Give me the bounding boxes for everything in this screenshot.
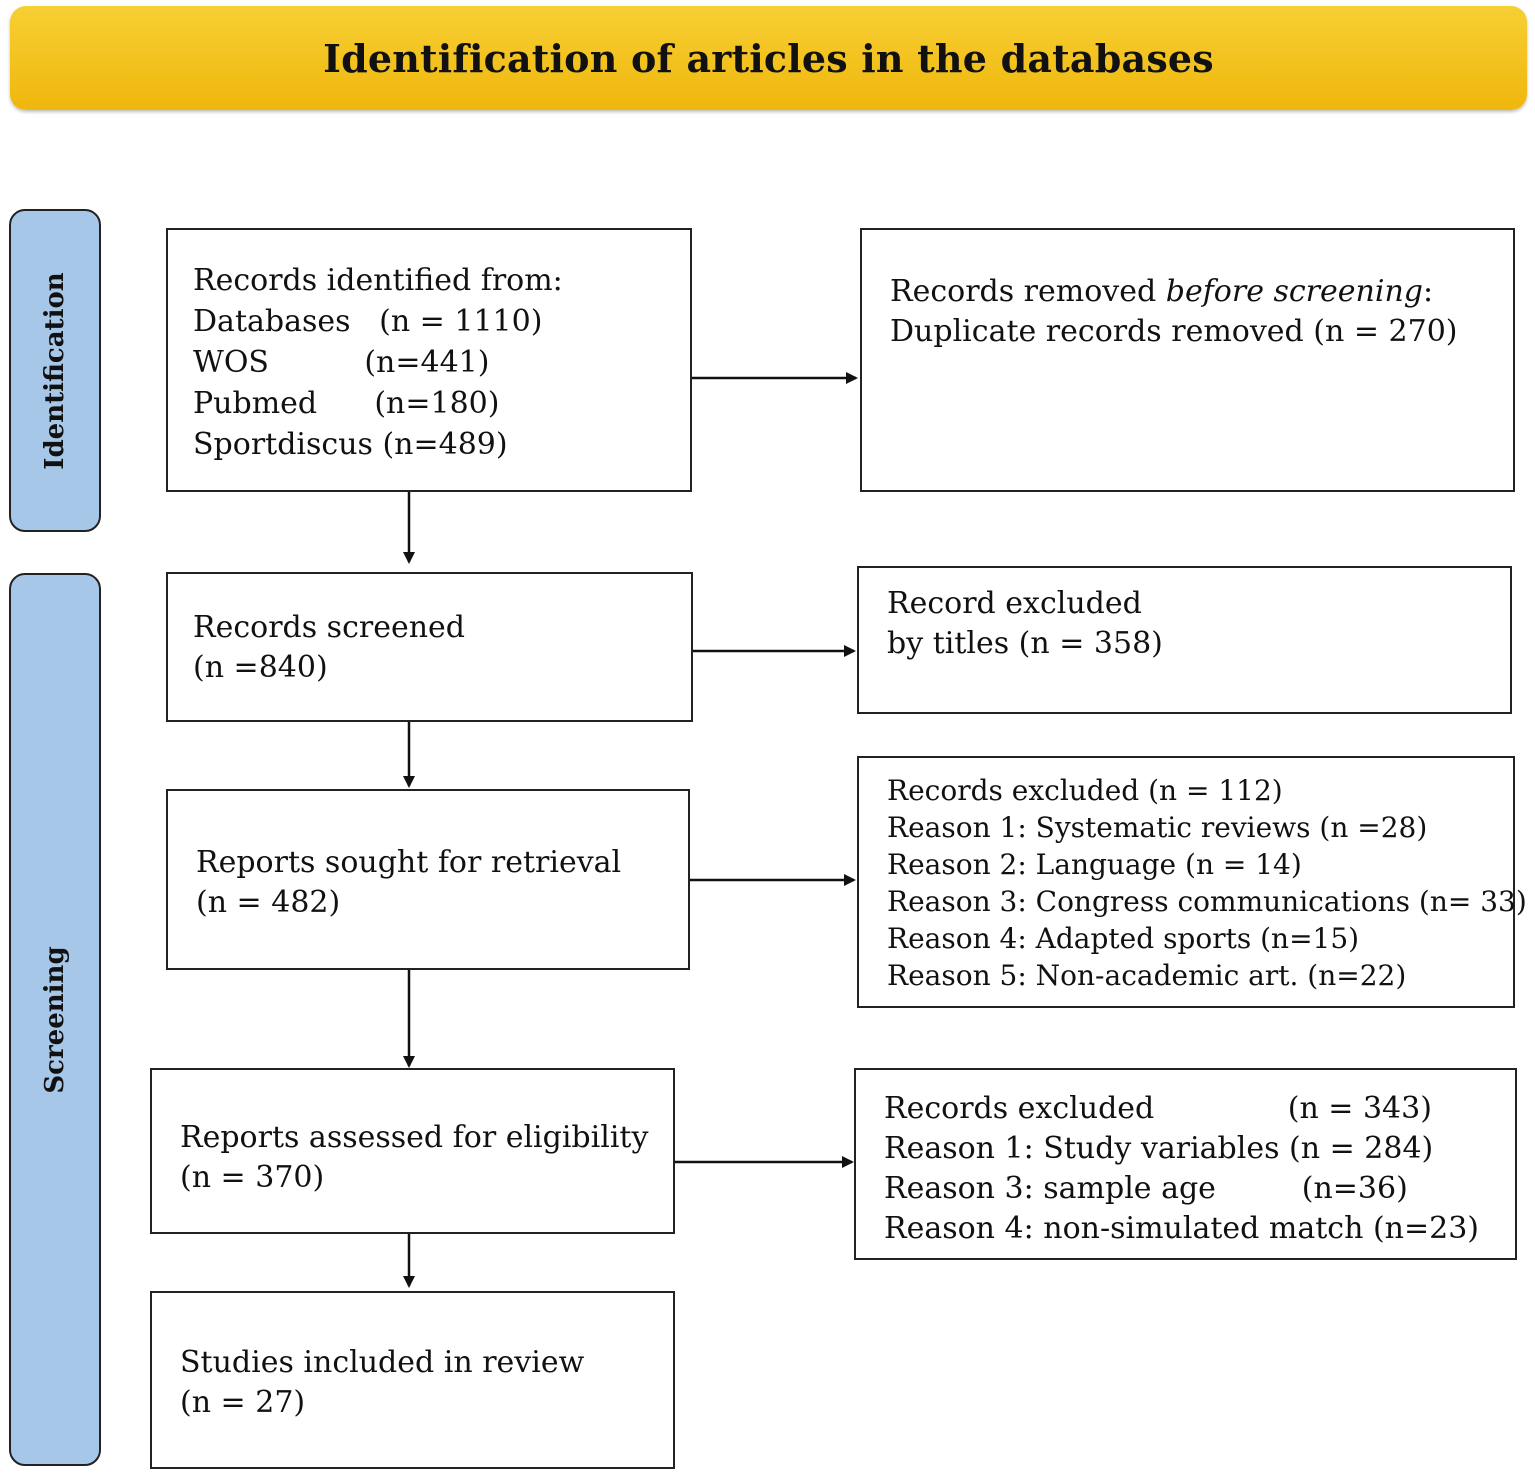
phase-identification: Identification (9, 209, 101, 532)
box-excluded-by-titles: Record excluded by titles (n = 358) (857, 566, 1512, 714)
text-studies-included-heading: Studies included in review (180, 1345, 585, 1380)
text-reason-congress-communications: Reason 3: Congress communications (n= 33… (887, 885, 1527, 918)
text-records-screened-count: (n =840) (193, 650, 328, 685)
text-records-removed-heading: Records removed before screening: (890, 272, 1513, 312)
text-reason-systematic-reviews: Reason 1: Systematic reviews (n =28) (887, 811, 1428, 844)
header-banner: Identification of articles in the databa… (10, 6, 1527, 110)
text-excluded-titles-count: by titles (n = 358) (887, 626, 1163, 661)
text-sportdiscus-count: Sportdiscus (n=489) (193, 427, 508, 462)
text-wos-count: WOS (n=441) (193, 345, 490, 380)
text-reason-study-variables: Reason 1: Study variables (n = 284) (884, 1131, 1434, 1166)
text-removed-prefix: Records removed (890, 274, 1166, 309)
text-databases-count: Databases (n = 1110) (193, 304, 543, 339)
text-reason-adapted-sports: Reason 4: Adapted sports (n=15) (887, 922, 1360, 955)
header-title: Identification of articles in the databa… (323, 35, 1214, 81)
text-reason-non-academic: Reason 5: Non-academic art. (n=22) (887, 959, 1407, 992)
box-records-screened: Records screened (n =840) (166, 572, 693, 722)
box-records-removed: Records removed before screening: Duplic… (860, 228, 1515, 492)
text-duplicates-removed: Duplicate records removed (n = 270) (890, 314, 1458, 349)
text-reports-assessed-count: (n = 370) (180, 1160, 325, 1195)
text-removed-italic: before screening (1165, 274, 1423, 309)
box-excluded-retrieval: Records excluded (n = 112) Reason 1: Sys… (857, 756, 1527, 1008)
text-excluded-retrieval-heading: Records excluded (n = 112) (887, 774, 1283, 807)
box-excluded-eligibility: Records excluded (n = 343) Reason 1: Stu… (854, 1068, 1517, 1260)
text-reason-language: Reason 2: Language (n = 14) (887, 848, 1302, 881)
text-records-identified-heading: Records identified from: (193, 263, 563, 298)
text-excluded-titles-heading: Record excluded (887, 586, 1142, 621)
text-excluded-eligibility-heading: Records excluded (n = 343) (884, 1091, 1432, 1126)
text-reports-assessed-heading: Reports assessed for eligibility (180, 1120, 649, 1155)
text-reports-sought-heading: Reports sought for retrieval (196, 845, 622, 880)
text-reports-sought-count: (n = 482) (196, 885, 341, 920)
text-removed-suffix: : (1422, 274, 1434, 309)
text-studies-included-count: (n = 27) (180, 1385, 306, 1420)
box-studies-included: Studies included in review (n = 27) (150, 1291, 675, 1469)
box-records-identified: Records identified from: Databases (n = … (166, 228, 692, 492)
box-reports-assessed: Reports assessed for eligibility (n = 37… (150, 1068, 675, 1234)
text-pubmed-count: Pubmed (n=180) (193, 386, 500, 421)
box-reports-sought: Reports sought for retrieval (n = 482) (166, 789, 690, 970)
text-reason-sample-age: Reason 3: sample age (n=36) (884, 1171, 1408, 1206)
phase-screening: Screening (9, 573, 101, 1466)
text-reason-non-simulated-match: Reason 4: non-simulated match (n=23) (884, 1211, 1479, 1246)
text-records-screened-heading: Records screened (193, 610, 466, 645)
